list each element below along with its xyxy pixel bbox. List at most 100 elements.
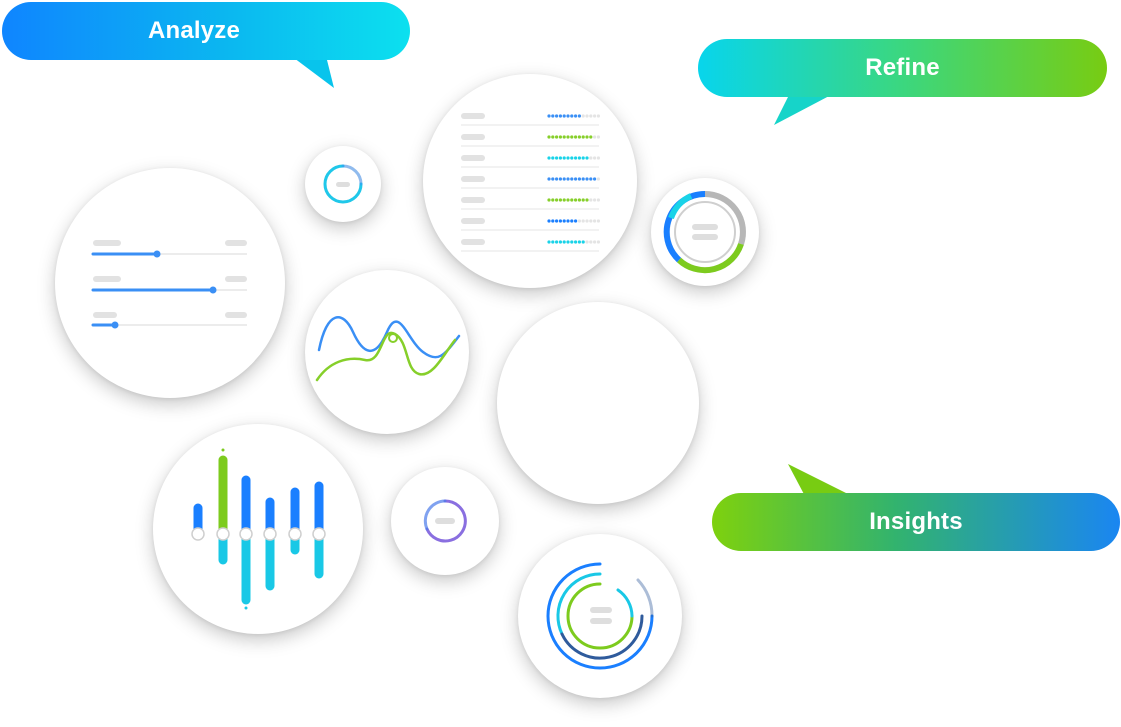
dotted-list-dot: [596, 219, 600, 223]
dotted-list-dot: [581, 135, 585, 139]
dotted-list-dot: [596, 177, 600, 181]
dotted-list-dot: [555, 114, 559, 118]
vertical-bars-graphic: [532, 364, 666, 440]
dotted-list-dot: [547, 240, 551, 244]
dotted-list-dot: [585, 135, 589, 139]
dotted-list-dot: [547, 114, 551, 118]
dotted-list-dot: [577, 219, 581, 223]
dotted-list-dot: [551, 156, 555, 160]
donut-graphic: [663, 190, 746, 274]
dotted-list-dot: [570, 135, 574, 139]
dotted-list-dot: [558, 219, 562, 223]
dotted-list-dot: [593, 114, 597, 118]
dotted-list-dot: [574, 177, 578, 181]
dotted-list-dot: [566, 240, 570, 244]
dotted-list-dot: [555, 219, 559, 223]
dotted-list-dot: [547, 156, 551, 160]
small-ring-graphic: [323, 164, 363, 204]
dotted-list-dot: [562, 240, 566, 244]
dotted-list-dot: [558, 240, 562, 244]
dotted-list-dot: [593, 177, 597, 181]
dotted-list-dot: [593, 135, 597, 139]
dotted-list-dot: [547, 198, 551, 202]
dotted-list-dot: [574, 240, 578, 244]
dotted-list-dot: [562, 177, 566, 181]
dotted-list-dot: [566, 219, 570, 223]
dotted-list-row-label: [461, 239, 485, 245]
dotted-list-dot: [562, 114, 566, 118]
dotted-list-dot: [551, 135, 555, 139]
dotted-list-dot: [566, 114, 570, 118]
dotted-list-dot: [596, 198, 600, 202]
dotted-list-dot: [558, 177, 562, 181]
dotted-list-dot: [589, 198, 593, 202]
dotted-list-dot: [581, 156, 585, 160]
dotted-list-dot: [570, 219, 574, 223]
dotted-list-dot: [574, 135, 578, 139]
dotted-list-dot: [574, 156, 578, 160]
dotted-list-dot: [589, 114, 593, 118]
dotted-list-dot: [585, 156, 589, 160]
dotted-list-row-label: [461, 134, 485, 140]
dotted-list-dot: [593, 198, 597, 202]
dotted-list-dot: [577, 177, 581, 181]
dotted-list-dot: [574, 219, 578, 223]
dotted-list-dot: [570, 177, 574, 181]
dotted-list-dot: [577, 240, 581, 244]
dotted-list-dot: [581, 240, 585, 244]
dotted-list-dot: [585, 219, 589, 223]
dotted-list-dot: [596, 240, 600, 244]
dotted-list-dot: [555, 156, 559, 160]
dotted-list-circle: [423, 74, 637, 288]
refine-label-text: Refine: [865, 54, 940, 81]
dotted-list-dot: [566, 198, 570, 202]
dotted-list-dot: [570, 114, 574, 118]
dotted-list-dot: [547, 177, 551, 181]
dotted-list-dot: [562, 135, 566, 139]
vertical-bars-circle: [497, 302, 699, 504]
dotted-list-dot: [577, 135, 581, 139]
dotted-list-dot: [581, 114, 585, 118]
dotted-list-dot: [558, 156, 562, 160]
dotted-list-dot: [566, 177, 570, 181]
slider-list-circle: [55, 168, 285, 398]
donut-circle: [651, 178, 759, 286]
dotted-list-dot: [593, 156, 597, 160]
dotted-list-dot: [547, 135, 551, 139]
slider-list-graphic: [91, 240, 247, 329]
dotted-list-dot: [581, 198, 585, 202]
analyze-label-text: Analyze: [147, 17, 241, 44]
dotted-list-dot: [596, 156, 600, 160]
line-wave-graphic: [315, 316, 461, 382]
dotted-list-row-label: [461, 197, 485, 203]
dotted-list-row-label: [461, 218, 485, 224]
dotted-list-dot: [558, 198, 562, 202]
purple-ring-graphic: [423, 499, 467, 543]
equalizer-graphic: [191, 448, 326, 610]
dotted-list-dot: [593, 240, 597, 244]
concentric-arcs-graphic: [546, 562, 654, 670]
dotted-list-dot: [577, 198, 581, 202]
dotted-list-row-label: [461, 113, 485, 119]
dotted-list-dot: [551, 177, 555, 181]
dotted-list-dot: [551, 114, 555, 118]
equalizer-circle: [153, 424, 363, 634]
insights-label: Insights: [712, 493, 1120, 551]
dotted-list-dot: [551, 219, 555, 223]
dotted-list-dot: [585, 177, 589, 181]
dotted-list-dot: [585, 240, 589, 244]
insights-bubble-tail-icon: [788, 464, 856, 498]
dotted-list-dot: [566, 135, 570, 139]
concentric-arcs-circle: [518, 534, 682, 698]
dotted-list-dot: [551, 240, 555, 244]
dotted-list-dot: [570, 156, 574, 160]
dotted-list-graphic: [461, 113, 600, 252]
dotted-list-dot: [562, 156, 566, 160]
dotted-list-dot: [555, 240, 559, 244]
dotted-list-dot: [555, 135, 559, 139]
dotted-list-row-label: [461, 176, 485, 182]
dotted-list-dot: [589, 135, 593, 139]
dotted-list-dot: [574, 114, 578, 118]
dotted-list-dot: [574, 198, 578, 202]
dotted-list-dot: [596, 114, 600, 118]
